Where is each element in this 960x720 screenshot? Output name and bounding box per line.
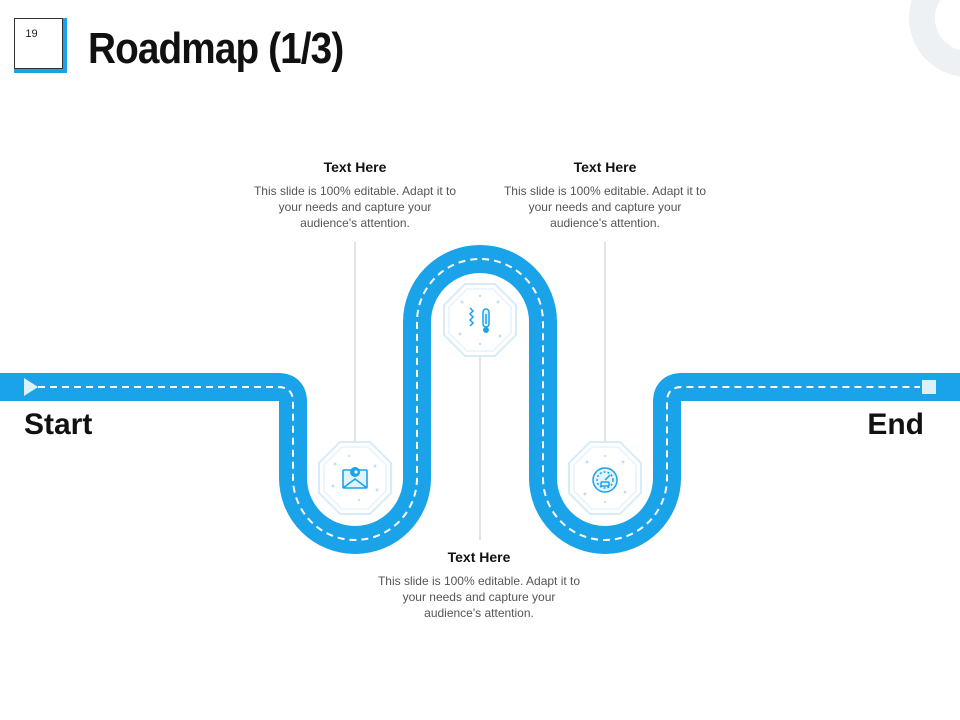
slide-number-frame (14, 18, 63, 69)
page-title: Roadmap (1/3) (88, 24, 344, 73)
milestone-title-1: Text Here (323, 159, 387, 175)
gauge-icon (592, 467, 618, 493)
envelope-icon (342, 467, 368, 489)
start-arrow-icon (24, 378, 38, 396)
slide-number: 19 (25, 28, 38, 40)
road-center-line (38, 258, 920, 541)
milestone-octagon-2 (443, 283, 517, 357)
milestone-octagon-1 (318, 441, 392, 515)
milestone-text-2: Text Here This slide is 100% editable. A… (374, 549, 584, 621)
milestone-text-3: Text Here This slide is 100% editable. A… (500, 159, 710, 231)
start-label: Start (24, 408, 93, 441)
milestone-text-1: Text Here This slide is 100% editable. A… (250, 159, 460, 231)
end-marker-icon (922, 380, 936, 394)
end-label: End (867, 408, 924, 441)
milestone-title-2: Text Here (447, 549, 511, 565)
decorative-ring (909, 0, 960, 77)
milestone-title-3: Text Here (573, 159, 637, 175)
milestone-octagon-3 (568, 441, 642, 515)
temperature-icon (468, 307, 490, 333)
milestone-body-3: This slide is 100% editable. Adapt it to… (503, 184, 707, 230)
slide-number-badge (14, 18, 67, 73)
milestone-body-1: This slide is 100% editable. Adapt it to… (253, 184, 457, 230)
milestone-body-2: This slide is 100% editable. Adapt it to… (377, 574, 581, 620)
